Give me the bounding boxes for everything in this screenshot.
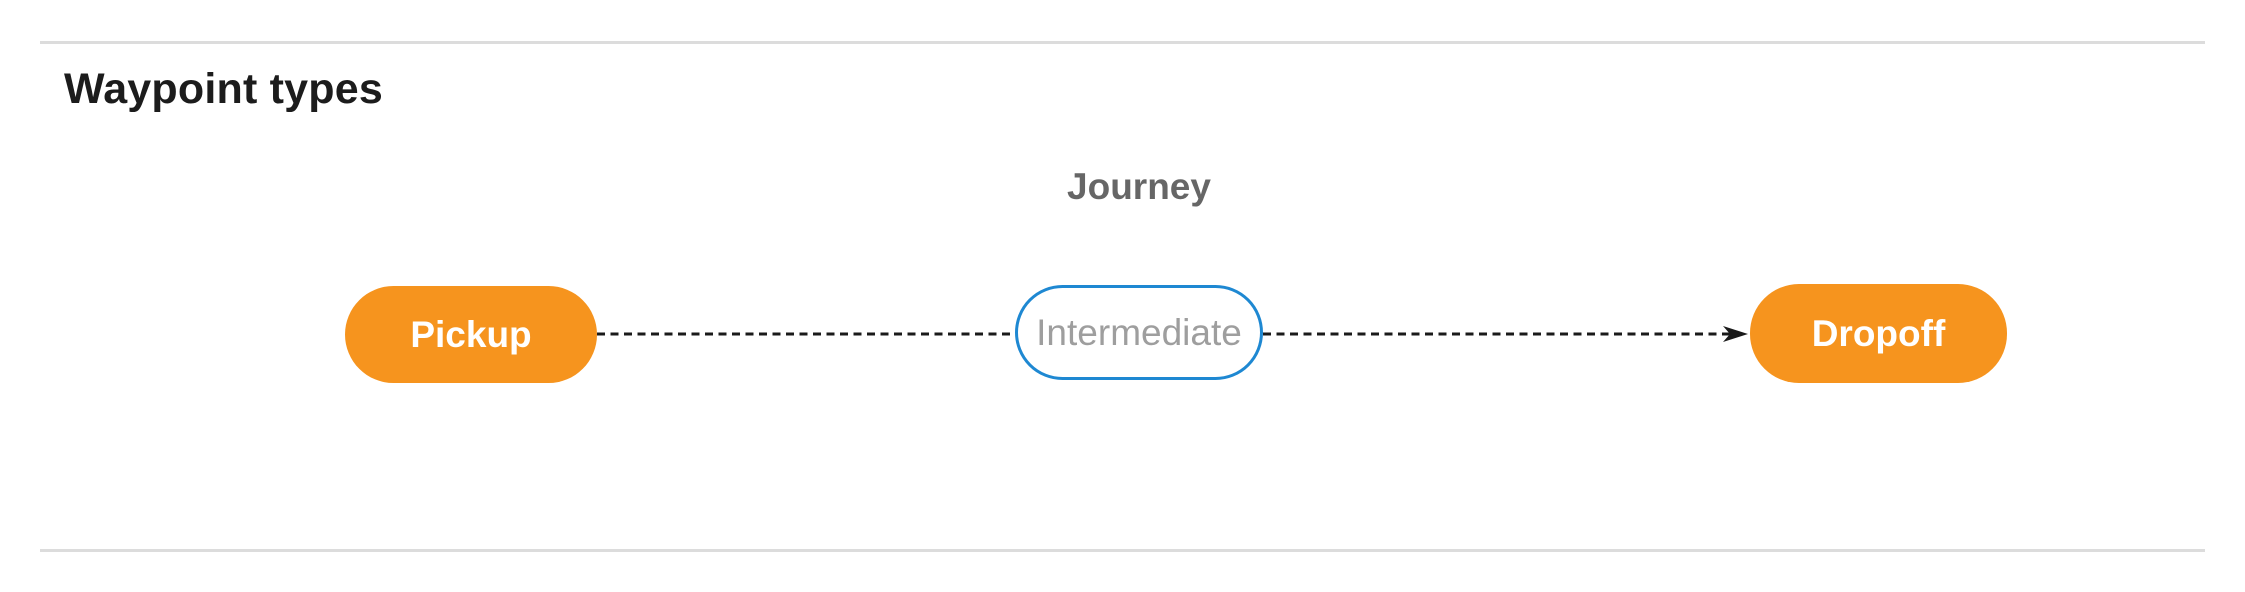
node-dropoff: Dropoff [1750, 284, 2007, 383]
diagram-title: Journey [1067, 166, 1211, 207]
arrowhead-icon [1723, 326, 1748, 342]
node-dropoff-label: Dropoff [1811, 312, 1946, 354]
section-title: Waypoint types [64, 65, 383, 113]
node-pickup: Pickup [345, 286, 597, 383]
node-intermediate: Intermediate [1015, 285, 1263, 380]
node-intermediate-label: Intermediate [1036, 311, 1242, 353]
top-divider [40, 41, 2205, 44]
node-pickup-label: Pickup [410, 313, 532, 355]
bottom-divider [40, 549, 2205, 552]
